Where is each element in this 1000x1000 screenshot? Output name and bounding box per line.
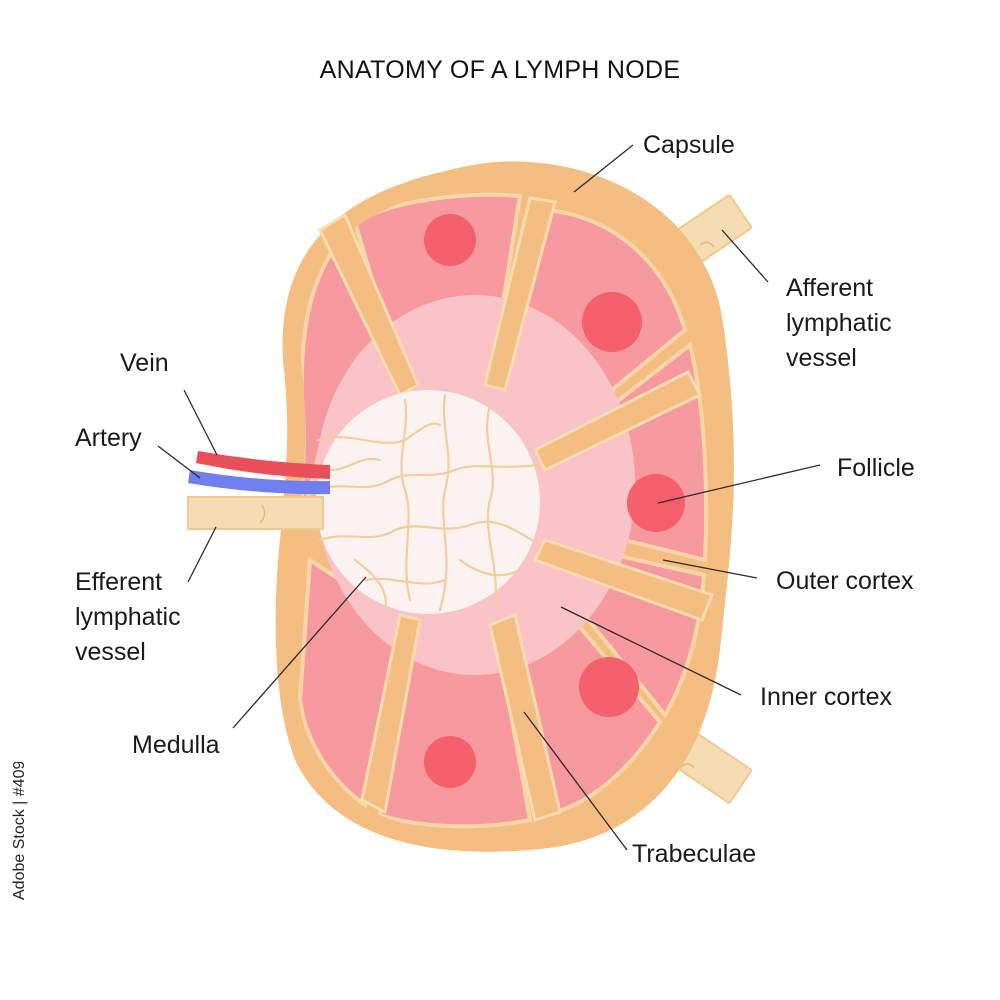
diagram-title: ANATOMY OF A LYMPH NODE xyxy=(320,56,681,84)
follicle xyxy=(424,214,476,266)
medullary-cords xyxy=(316,393,542,614)
follicle xyxy=(627,474,685,532)
follicle xyxy=(582,292,642,352)
label-efferent-line1: Efferent xyxy=(75,568,162,596)
follicles xyxy=(424,214,685,788)
artery xyxy=(188,470,330,495)
label-outer-cortex: Outer cortex xyxy=(776,567,914,595)
label-follicle: Follicle xyxy=(837,454,915,482)
label-trabeculae: Trabeculae xyxy=(632,840,756,868)
label-capsule: Capsule xyxy=(643,131,735,159)
label-medulla: Medulla xyxy=(132,731,220,759)
label-inner-cortex: Inner cortex xyxy=(760,683,893,711)
stock-watermark-id: Adobe Stock | #409141242 xyxy=(11,762,28,900)
lymph-node xyxy=(275,161,734,852)
trabeculae xyxy=(318,196,714,822)
label-afferent-line3: vessel xyxy=(786,344,857,372)
label-efferent-line2: lymphatic xyxy=(75,603,181,631)
follicle xyxy=(579,657,639,717)
efferent-vessel xyxy=(187,496,324,530)
label-afferent-line2: lymphatic xyxy=(786,309,892,337)
label-efferent-line3: vessel xyxy=(75,638,146,666)
label-vein: Vein xyxy=(120,349,169,377)
follicle xyxy=(424,736,476,788)
stock-id-text: Adobe Stock | #409141242 xyxy=(11,762,28,900)
label-afferent-line1: Afferent xyxy=(786,274,873,302)
medulla xyxy=(316,390,540,614)
vein xyxy=(196,451,330,479)
label-artery: Artery xyxy=(75,424,142,452)
leader-lines xyxy=(157,144,821,851)
